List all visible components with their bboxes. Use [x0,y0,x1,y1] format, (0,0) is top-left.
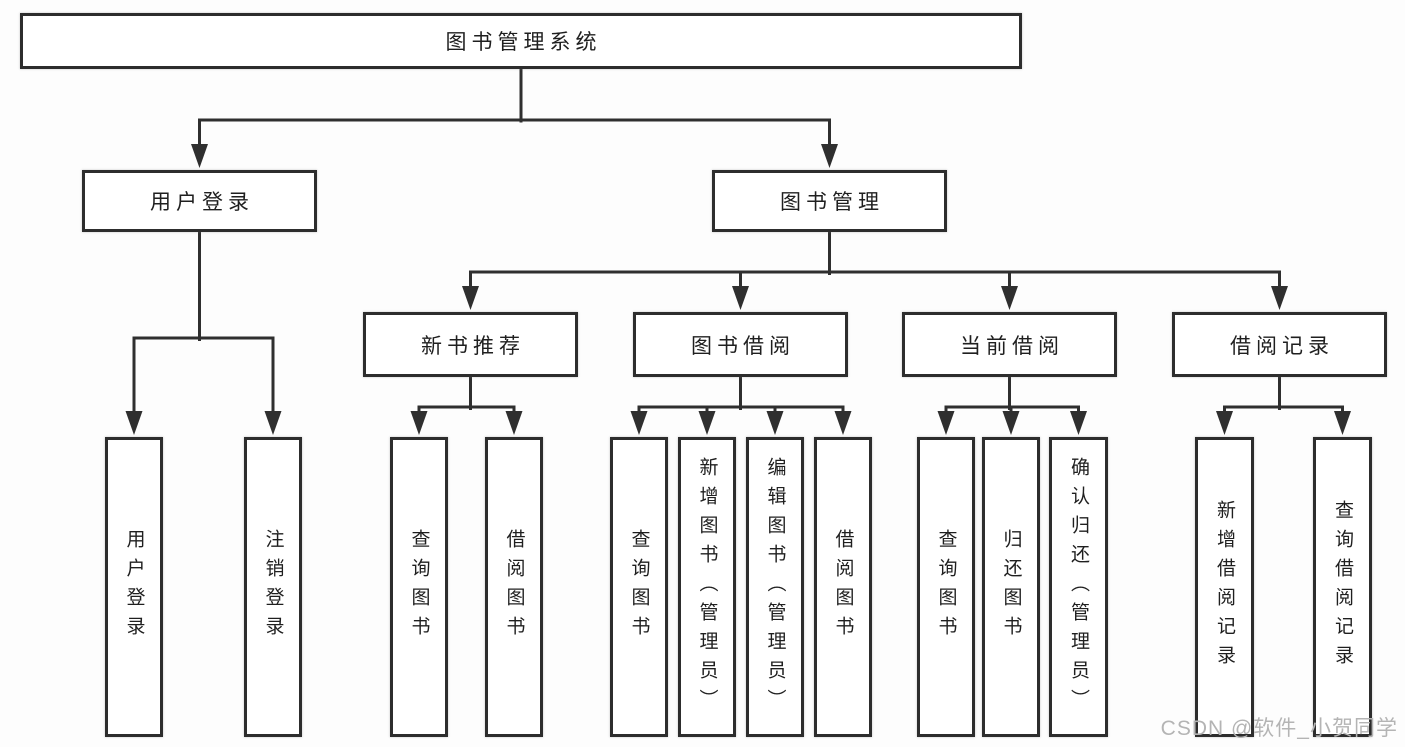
leaf-edit-book-admin: 编辑图书（管理员） [746,437,804,737]
leaf-return-book: 归还图书 [982,437,1040,737]
node-new-book-recommend: 新书推荐 [363,312,578,377]
node-book-borrow: 图书借阅 [633,312,848,377]
leaf-logout: 注销登录 [244,437,302,737]
leaf-add-borrow-record: 新增借阅记录 [1195,437,1254,737]
node-book-management: 图书管理 [712,170,947,232]
node-library-system: 图书管理系统 [20,13,1022,69]
leaf-borrow-book-recommend: 借阅图书 [485,437,543,737]
leaf-confirm-return-admin: 确认归还（管理员） [1049,437,1108,737]
leaf-query-book-recommend: 查询图书 [390,437,448,737]
leaf-query-book-borrow: 查询图书 [610,437,668,737]
leaf-borrow-book: 借阅图书 [814,437,872,737]
node-user-login: 用户登录 [82,170,317,232]
leaf-add-book-admin: 新增图书（管理员） [678,437,736,737]
leaf-query-book-current: 查询图书 [917,437,975,737]
node-borrow-records: 借阅记录 [1172,312,1387,377]
node-current-borrow: 当前借阅 [902,312,1117,377]
watermark: CSDN @软件_小贺同学 [1160,717,1398,740]
leaf-user-login: 用户登录 [105,437,163,737]
leaf-query-borrow-record: 查询借阅记录 [1313,437,1372,737]
